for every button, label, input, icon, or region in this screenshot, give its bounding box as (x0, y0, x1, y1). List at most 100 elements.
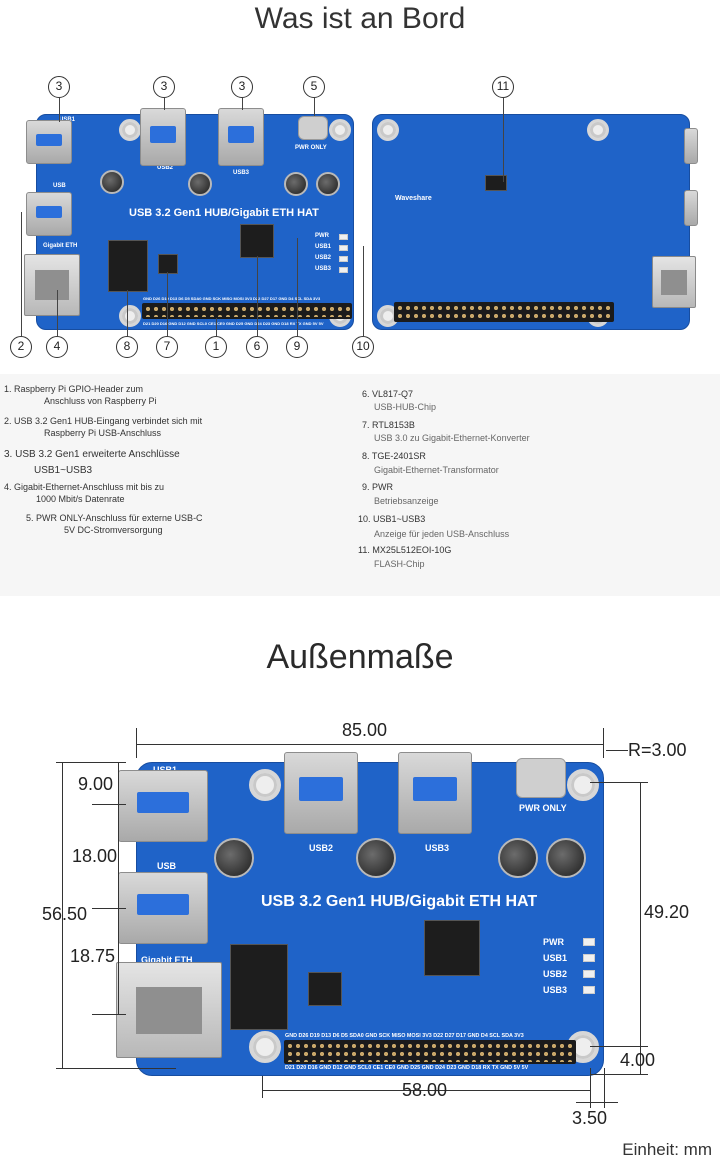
legend-3-line2: USB1~USB3 (34, 465, 93, 476)
gpio-label-bottom: D21 D20 D16 GND D12 GND SCL0 CE1 CE0 GND… (143, 321, 324, 326)
mount-hole (377, 119, 399, 141)
callout-10: 10 (352, 336, 374, 358)
mount-hole (587, 119, 609, 141)
dim-line-width (136, 744, 604, 745)
ethernet-converter-chip (158, 254, 178, 274)
callout-line (57, 290, 58, 336)
dim-350: 3.50 (572, 1108, 608, 1128)
led-usb2 (583, 970, 595, 978)
led-usb2 (339, 256, 348, 262)
callout-line (257, 256, 258, 336)
gpio-header (284, 1040, 576, 1064)
mount-hole (249, 769, 281, 801)
usb-port-back (684, 128, 698, 164)
dim-1875: 18.75 (70, 946, 116, 966)
dim-4: 4.00 (620, 1050, 656, 1070)
label-usb2: USB2 (309, 843, 334, 853)
dim-line-58 (262, 1090, 590, 1091)
legend-8-sub: Gigabit-Ethernet-Transformator (374, 465, 499, 475)
label-usb3: USB3 (425, 843, 450, 853)
label-usb3: USB3 (233, 170, 250, 176)
gpio-header (142, 303, 352, 319)
legend-4-line1: 4. Gigabit-Ethernet-Anschluss mit bis zu (4, 482, 165, 492)
capacitor (284, 172, 308, 196)
label-pwr: PWR (543, 937, 564, 947)
dim-tick (92, 908, 126, 909)
label-pwr: PWR (315, 233, 329, 239)
capacitor (356, 838, 396, 878)
callout-line (59, 98, 60, 122)
label-usb: USB (53, 183, 66, 189)
dim-tick (604, 1068, 605, 1108)
callout-line (127, 290, 128, 336)
legend-10-title: 10. USB1~USB3 (358, 514, 426, 524)
gpio-label-bottom: D21 D20 D16 GND D12 GND SCL0 CE1 CE0 GND… (285, 1065, 529, 1071)
label-led-usb2: USB2 (315, 255, 332, 261)
label-led-usb1: USB1 (315, 244, 332, 250)
dim-tick (590, 1074, 648, 1075)
dim-line-9 (118, 762, 119, 804)
gpio-header-back (394, 302, 614, 322)
callout-line (503, 98, 504, 182)
callout-line (216, 318, 217, 336)
usb-c-power-port (516, 758, 566, 798)
callout-line (314, 98, 315, 116)
callout-line (164, 98, 165, 110)
mount-hole (249, 1031, 281, 1063)
callout-6: 6 (246, 336, 268, 358)
dim-tick (603, 728, 604, 758)
callout-3: 3 (48, 76, 70, 98)
legend-1-line2: Anschluss von Raspberry Pi (44, 396, 157, 406)
ethernet-converter-chip (308, 972, 342, 1006)
legend-7-sub: USB 3.0 zu Gigabit-Ethernet-Konverter (374, 433, 530, 443)
label-gigabit-eth: Gigabit ETH (43, 243, 78, 249)
label-pwr-only: PWR ONLY (519, 803, 567, 813)
dim-58: 58.00 (402, 1080, 448, 1100)
dim-line-49 (640, 782, 641, 1046)
callout-8: 8 (116, 336, 138, 358)
dim-line-35 (576, 1102, 618, 1103)
usb-input-port (26, 192, 72, 236)
flash-chip (485, 175, 507, 191)
led-pwr (339, 234, 348, 240)
dim-9: 9.00 (78, 774, 114, 794)
dim-width-total: 85.00 (342, 720, 388, 740)
legend-1-line1: 1. Raspberry Pi GPIO-Header zum (4, 384, 144, 394)
dim-height-total: 56.50 (42, 904, 88, 924)
capacitor (100, 170, 124, 194)
led-usb3 (339, 267, 348, 273)
callout-line (363, 246, 364, 336)
legend-panel (0, 374, 720, 596)
gpio-label-top: GND D26 D19 D13 D6 D5 SDA0 GND SCK MISO … (143, 296, 321, 301)
board-title: USB 3.2 Gen1 HUB/Gigabit ETH HAT (129, 207, 319, 219)
callout-line (21, 212, 22, 336)
label-pwr-only: PWR ONLY (295, 145, 327, 151)
legend-4-line2: 1000 Mbit/s Datenrate (36, 494, 125, 504)
ethernet-port (116, 962, 222, 1058)
legend-7-title: 7. RTL8153B (362, 420, 415, 430)
usb-port-back (684, 190, 698, 226)
ethernet-port-back (652, 256, 696, 308)
usb-port-1 (26, 120, 72, 164)
legend-2-line1: 2. USB 3.2 Gen1 HUB-Eingang verbindet si… (4, 416, 203, 426)
usb-port-1 (118, 770, 208, 842)
callout-5: 5 (303, 76, 325, 98)
board-back-top: Waveshare (372, 114, 690, 330)
legend-5-line1: 5. PWR ONLY-Anschluss für externe USB-C (26, 513, 203, 523)
capacitor (498, 838, 538, 878)
usb-port-3 (218, 108, 264, 166)
dim-4920: 49.20 (644, 902, 690, 922)
callout-1: 1 (205, 336, 227, 358)
gpio-label-top: GND D26 D19 D13 D6 D5 SDA0 GND SCK MISO … (285, 1033, 524, 1039)
section-title-onboard: Was ist an Bord (254, 2, 466, 35)
board-title: USB 3.2 Gen1 HUB/Gigabit ETH HAT (261, 893, 538, 910)
dim-line-1875 (118, 908, 119, 1014)
callout-2: 2 (10, 336, 32, 358)
callout-4: 4 (46, 336, 68, 358)
usb-input-port (118, 872, 208, 944)
dim-tick (136, 728, 137, 758)
dim-tick (56, 762, 126, 763)
led-usb1 (339, 245, 348, 251)
legend-11-title: 11. MX25L512EOI-10G (358, 545, 452, 555)
legend-8-title: 8. TGE-2401SR (362, 451, 426, 461)
